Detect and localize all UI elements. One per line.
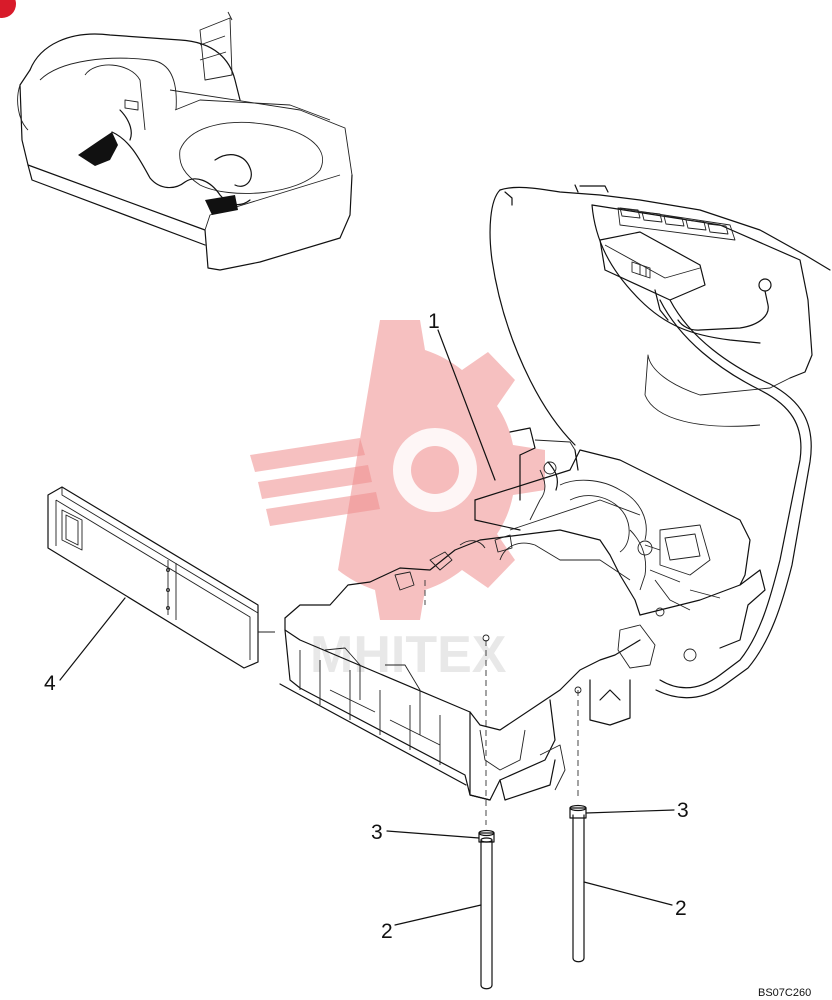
- callout-4: 4: [44, 672, 56, 695]
- callout-2-right: 2: [675, 897, 687, 920]
- drain-hose-right: [572, 814, 585, 963]
- watermark: MHITEX: [250, 320, 545, 684]
- cab-wall-assembly: [489, 184, 831, 699]
- callout-1: 1: [428, 310, 440, 333]
- air-conditioner-unit: [279, 427, 766, 825]
- clamp-left: [478, 829, 495, 843]
- reference-code: BS07C260: [758, 987, 811, 999]
- machine-overview-inset: [17, 11, 353, 271]
- leader-lines: [59, 329, 675, 926]
- callout-3-right: 3: [677, 799, 689, 822]
- callout-2-left: 2: [381, 920, 393, 943]
- drain-hose-left: [480, 837, 493, 990]
- clamp-right: [569, 804, 587, 819]
- corner-mark-icon: [0, 0, 16, 18]
- filter-part-4: [47, 486, 259, 669]
- callout-3-left: 3: [371, 821, 383, 844]
- watermark-text: MHITEX: [310, 626, 507, 684]
